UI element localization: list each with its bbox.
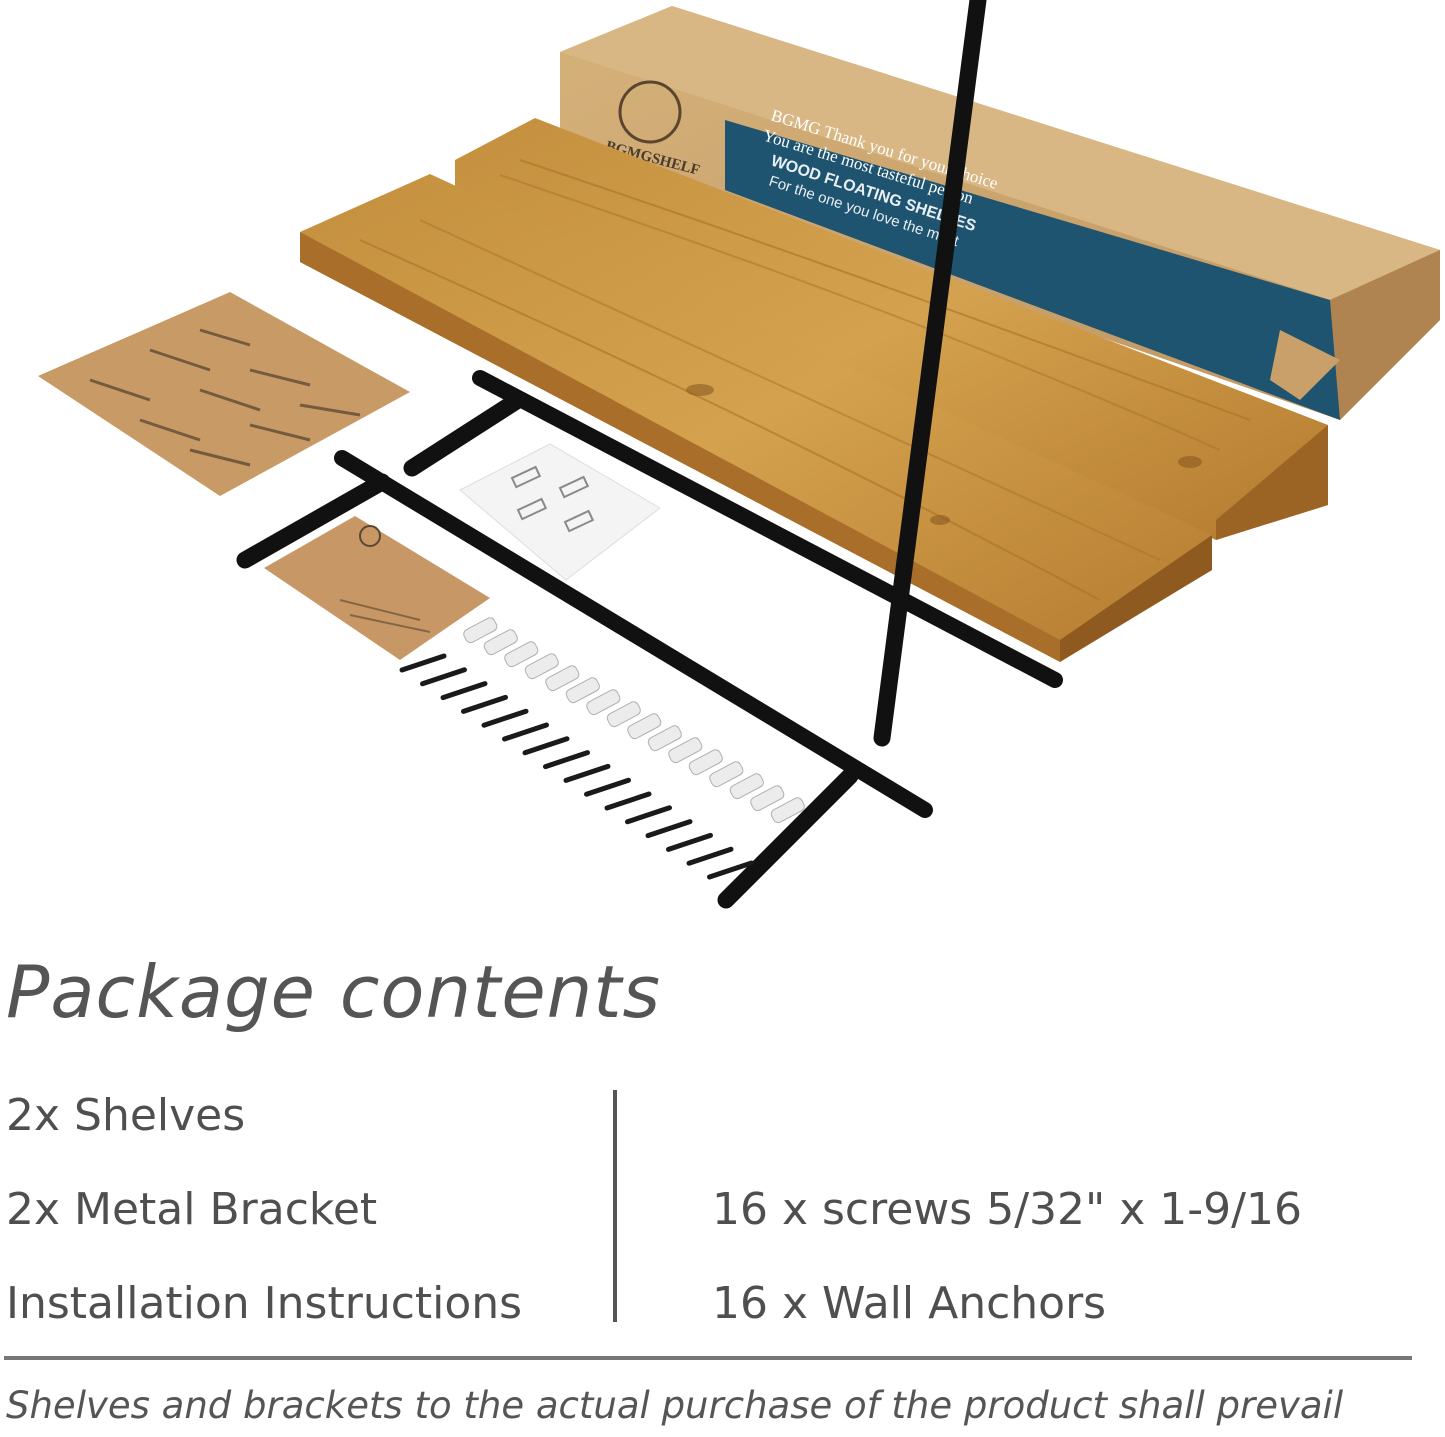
wall-anchor-icon	[750, 785, 785, 812]
screw-icon	[543, 750, 590, 770]
screw-icon	[481, 708, 529, 728]
screws	[399, 653, 754, 880]
thank-you-card	[264, 516, 490, 660]
contents-item-bracket: 2x Metal Bracket	[6, 1184, 378, 1235]
shelf-back	[455, 118, 1328, 540]
wall-anchor-icon	[729, 773, 764, 800]
wall-anchor-icon	[688, 749, 723, 776]
wall-anchor-icon	[627, 713, 662, 740]
screw-icon	[625, 805, 672, 825]
wall-anchor-icon	[770, 797, 805, 824]
screw-icon	[399, 653, 447, 673]
wall-anchor-icon	[545, 665, 580, 692]
wall-anchor-icon	[709, 761, 744, 788]
package-contents-title: Package contents	[6, 950, 661, 1034]
screw-icon	[420, 667, 467, 687]
contents-item-screws: 16 x screws 5/32" x 1-9/16	[712, 1184, 1302, 1235]
screw-icon	[502, 722, 549, 742]
screw-icon	[461, 694, 508, 714]
metal-bracket-front	[236, 450, 933, 909]
wall-anchor-icon	[565, 677, 600, 704]
contents-item-anchors: 16 x Wall Anchors	[712, 1278, 1107, 1329]
footer-divider	[4, 1356, 1412, 1360]
wall-anchor-icon	[586, 689, 621, 716]
screw-icon	[584, 777, 631, 797]
disclaimer-footnote: Shelves and brackets to the actual purch…	[6, 1384, 1344, 1427]
screw-icon	[686, 846, 734, 866]
contents-item-instructions: Installation Instructions	[6, 1278, 523, 1329]
wall-anchor-icon	[483, 629, 518, 656]
wall-anchor-icon	[524, 653, 559, 680]
screw-icon	[563, 763, 611, 783]
screw-icon	[440, 681, 488, 701]
wall-anchors	[463, 617, 805, 824]
shelf-front	[300, 174, 1212, 662]
instruction-sheet	[38, 292, 410, 496]
screw-icon	[666, 832, 713, 852]
template-card	[459, 443, 661, 581]
wall-anchor-icon	[463, 617, 498, 644]
box-logo-icon	[618, 80, 682, 144]
column-divider	[613, 1090, 617, 1322]
screw-icon	[522, 736, 570, 756]
product-photo: BGMGSHELF BGMG Thank you for your choice…	[38, 0, 1440, 909]
wall-anchor-icon	[668, 737, 703, 764]
wall-anchor-icon	[647, 725, 682, 752]
screw-icon	[707, 860, 754, 880]
wall-anchor-icon	[606, 701, 641, 728]
screw-icon	[604, 791, 652, 811]
contents-item-shelves: 2x Shelves	[6, 1090, 246, 1141]
box-blue-stripe	[725, 120, 1340, 420]
metal-bracket-rear	[403, 0, 1063, 747]
screw-icon	[645, 819, 693, 839]
wall-anchor-icon	[504, 641, 539, 668]
